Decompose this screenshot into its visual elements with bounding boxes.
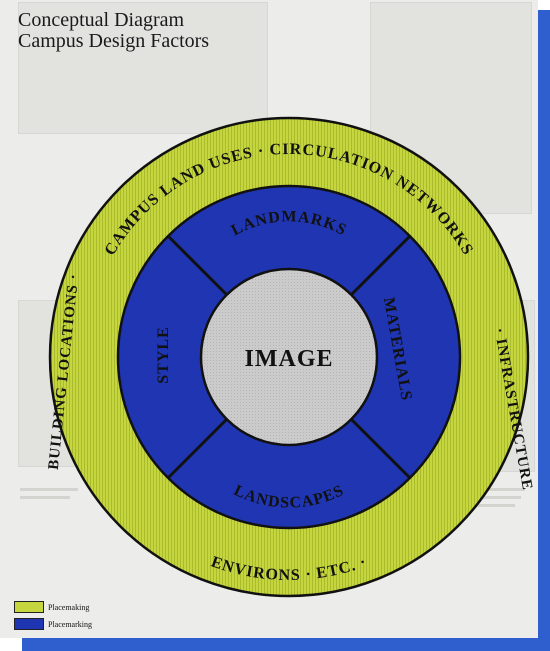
segment-label-style: STYLE xyxy=(155,326,172,383)
background-ghost-text xyxy=(455,504,515,507)
background-ghost-image xyxy=(18,2,268,134)
page-shadow-bottom xyxy=(22,638,550,651)
page-title: Conceptual Diagram Campus Design Factors xyxy=(18,10,209,52)
legend-item-placemaking: Placemaking xyxy=(14,600,89,614)
ring-divider xyxy=(349,234,412,297)
ring-divider xyxy=(166,417,229,480)
background-ghost-text xyxy=(455,496,521,499)
title-line-1: Conceptual Diagram xyxy=(18,9,185,31)
title-line-2: Campus Design Factors xyxy=(18,30,210,52)
legend-item-placemarking: Placemarking xyxy=(14,617,92,631)
page-shadow-right xyxy=(538,10,550,651)
center-circle xyxy=(199,267,379,447)
legend-swatch-placemarking xyxy=(14,618,44,630)
ring-divider xyxy=(166,234,229,297)
legend-label: Placemarking xyxy=(48,619,92,629)
legend-label: Placemaking xyxy=(48,602,90,612)
background-ghost-text xyxy=(20,488,78,491)
center-label-image: IMAGE xyxy=(245,346,334,372)
legend-swatch-placemaking xyxy=(14,601,44,613)
ring-divider xyxy=(349,417,412,480)
conceptual-diagram: CAMPUS LAND USES · CIRCULATION NETWORKS … xyxy=(46,116,535,598)
page: Conceptual Diagram Campus Design Factors xyxy=(0,0,538,638)
background-ghost-text xyxy=(455,488,525,491)
background-ghost-text xyxy=(20,496,70,499)
